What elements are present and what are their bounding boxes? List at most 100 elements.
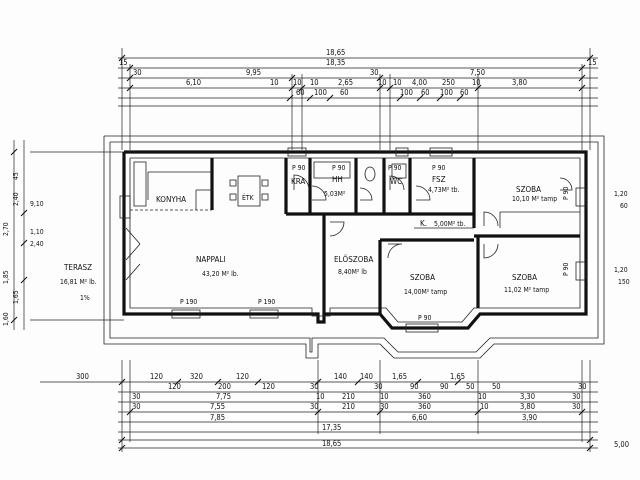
dim-top-r5: 60 [421, 88, 430, 97]
dim-bottom-r1: 1,65 [392, 372, 407, 381]
dim-bottom-r2: 90 [410, 382, 419, 391]
dim-bottom-r1: 120 [236, 372, 249, 381]
dim-left: 2,40 [12, 192, 20, 206]
dim-top-r4: 2,65 [338, 78, 353, 87]
foundation-outline [30, 135, 605, 359]
dim-bottom-r3: 10 [478, 392, 487, 401]
dim-top-r3: 30 [133, 68, 142, 77]
room-label-hh: HH [332, 175, 343, 184]
top-dimension-labels: 18,65 18,35 15 30 9,95 30 7,50 15 6,10 1… [119, 48, 597, 97]
opening-labels: P 190 P 190 P 90 P 90 P 90 [180, 186, 570, 322]
dim-top-r4: 10 [310, 78, 319, 87]
dim-bottom-r4: 10 [480, 402, 489, 411]
dim-bottom-r4: 3,80 [520, 402, 535, 411]
dim-bottom-r3: 210 [342, 392, 355, 401]
dim-bottom-r2: 120 [262, 382, 275, 391]
shower-tray [391, 163, 407, 179]
dim-top-r4: 10 [378, 78, 387, 87]
dim-bottom-r4: 210 [342, 402, 355, 411]
dim-overall-top: 18,65 [326, 48, 345, 57]
dim-top-r4: 3,80 [512, 78, 527, 87]
room-label-terasz: TERASZ [63, 263, 92, 272]
dim-top-r4: 10 [393, 78, 402, 87]
left-dimension-labels: 9,10 2,70 1,10 2,40 1,85 1,60 45 2,40 1,… [2, 172, 44, 326]
dim-right: 60 [620, 202, 628, 210]
wc-bowl [364, 166, 376, 182]
dim-bottom-r2: 30 [578, 382, 587, 391]
dim-top-r5: 100 [400, 88, 413, 97]
dim-top-r5: 60 [296, 88, 305, 97]
dim-bottom-r1: 140 [334, 372, 347, 381]
dim-top-r5: 100 [440, 88, 453, 97]
room-area-szoba3: 14,00M² tamp [404, 288, 447, 296]
dim-bottom-r4: 30 [572, 402, 581, 411]
dim-bottom-r2: 30 [374, 382, 383, 391]
bottom-dimension-lines [40, 360, 598, 452]
dim-bottom-r6: 17,35 [322, 423, 341, 432]
dim-bottom-r4: 7,55 [210, 402, 225, 411]
dim-top-r3: 9,95 [246, 68, 261, 77]
dim-bottom-r3: 10 [380, 392, 389, 401]
room-label-szoba2: SZOBA [512, 273, 537, 282]
room-label-fsz: FSZ [432, 175, 446, 184]
room-area-szoba2: 11,02 M² tamp [504, 286, 549, 294]
terasz-slope: 1% [80, 294, 90, 302]
dim-left: 45 [12, 172, 20, 180]
room-label-konyha: KONYHA [156, 195, 186, 204]
dim-left: 2,40 [30, 240, 44, 248]
room-area-k: 5,00M² tb. [434, 220, 466, 228]
room-label-wc: WC [390, 177, 402, 186]
dim-bottom-r7: 18,65 [322, 439, 341, 448]
dim-bottom-r5: 6,60 [412, 413, 427, 422]
dim-bottom-r3: 30 [132, 392, 141, 401]
dim-bottom-r5: 3,90 [522, 413, 537, 422]
door-code-wc: P 90 [388, 164, 402, 172]
dim-bottom-r3: 30 [572, 392, 581, 401]
room-label-nappali: NAPPALI [196, 255, 226, 264]
window-label: P 190 [258, 298, 275, 306]
dim-inner-top: 18,35 [326, 58, 345, 67]
dim-left: 1,85 [2, 270, 10, 284]
dim-bottom-r4: 30 [132, 402, 141, 411]
window-label: P 190 [180, 298, 197, 306]
left-dimension-lines [10, 140, 28, 330]
bottom-dimension-labels: 300 120 320 120 140 140 1,65 1,65 120 20… [76, 372, 629, 449]
room-area-eloszoba: 8,40M² lb [338, 268, 367, 276]
dim-top-r4: 10 [293, 78, 302, 87]
door-code-kra: P 90 [292, 164, 306, 172]
dim-bottom-r2: 50 [492, 382, 501, 391]
dim-bottom-r1: 1,65 [450, 372, 465, 381]
dim-top-r3: 15 [119, 58, 128, 67]
dim-right: 1,20 [614, 190, 628, 198]
dim-bottom-r2: 90 [440, 382, 449, 391]
dim-bottom-r5: 7,85 [210, 413, 225, 422]
room-label-szoba1: SZOBA [516, 185, 541, 194]
top-dimension-lines [118, 48, 598, 150]
dim-bottom-right: 5,00 [614, 440, 629, 449]
room-label-k: K. [420, 219, 427, 228]
furniture [133, 161, 407, 207]
dim-top-r3: 15 [588, 58, 597, 67]
dim-bottom-r1: 120 [150, 372, 163, 381]
dim-top-r3: 30 [370, 68, 379, 77]
dim-top-r4: 10 [270, 78, 279, 87]
dim-top-r4: 6,10 [186, 78, 201, 87]
window-label: P 90 [418, 314, 432, 322]
right-dimension-labels: 1,20 60 1,20 150 [614, 190, 630, 286]
dim-top-r4: 250 [442, 78, 455, 87]
dining-table [229, 175, 269, 207]
room-label-eloszoba: ELŐSZOBA [334, 254, 373, 264]
dim-top-r5: 60 [340, 88, 349, 97]
kitchen-counter [133, 161, 147, 207]
dim-left: 2,70 [2, 222, 10, 236]
dim-right: 150 [618, 278, 630, 286]
dim-bottom-r1: 140 [360, 372, 373, 381]
dim-bottom-r4: 30 [310, 402, 319, 411]
dim-bottom-r3: 7,75 [216, 392, 231, 401]
dim-bottom-r2: 50 [466, 382, 475, 391]
dim-bottom-r1: 300 [76, 372, 89, 381]
dim-left: 1,60 [2, 312, 10, 326]
room-area-terasz: 16,81 M² lb. [60, 278, 97, 286]
doors [125, 174, 573, 281]
